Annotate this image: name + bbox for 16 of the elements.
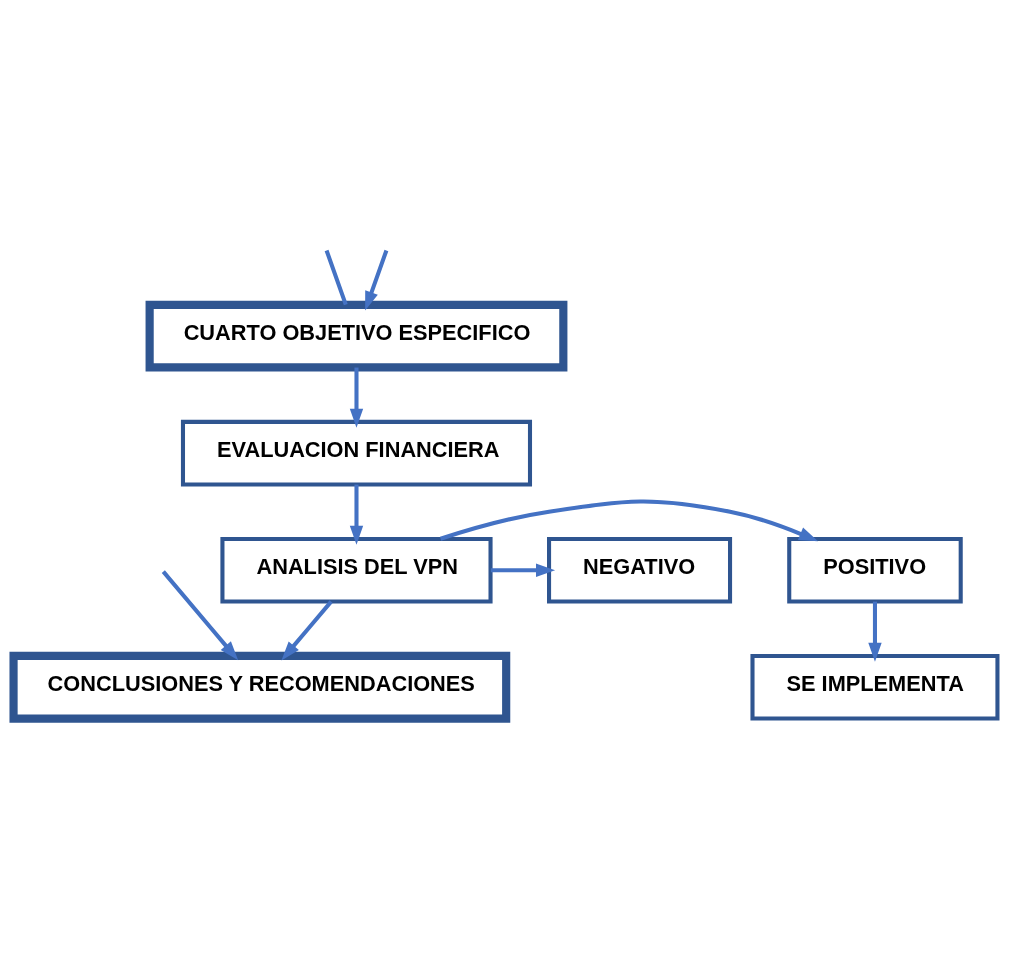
node-box: CONCLUSIONES Y RECOMENDACIONES bbox=[9, 651, 511, 723]
node-box: NEGATIVO bbox=[547, 536, 733, 604]
node-box: CUARTO OBJETIVO ESPECIFICO bbox=[145, 300, 568, 372]
arrow bbox=[439, 499, 819, 542]
arrow bbox=[868, 601, 882, 662]
node-box: POSITIVO bbox=[787, 536, 963, 604]
arrow bbox=[161, 570, 239, 661]
connector bbox=[324, 249, 348, 306]
arrow bbox=[349, 484, 364, 545]
arrow bbox=[281, 600, 333, 661]
arrow bbox=[490, 563, 556, 577]
arrow bbox=[349, 367, 364, 428]
arrow bbox=[365, 249, 389, 311]
node-box: SE IMPLEMENTA bbox=[750, 653, 1000, 721]
node-box: EVALUACION FINANCIERA bbox=[180, 419, 533, 487]
node-box: ANALISIS DEL VPN bbox=[220, 536, 493, 604]
